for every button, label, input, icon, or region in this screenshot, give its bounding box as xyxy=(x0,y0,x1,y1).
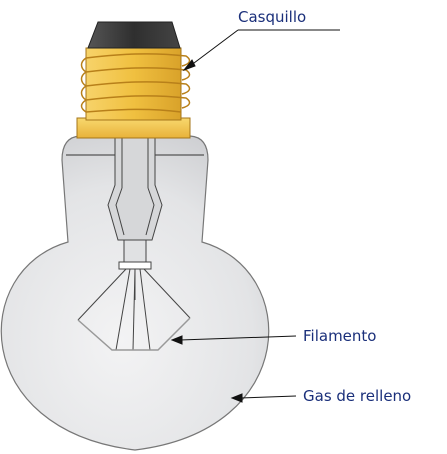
label-gas-de-relleno: Gas de relleno xyxy=(303,387,412,405)
casquillo-leader xyxy=(182,29,340,72)
gas-leader xyxy=(230,393,297,403)
base-collar xyxy=(76,117,191,139)
label-casquillo: Casquillo xyxy=(238,8,307,26)
filament-stem xyxy=(107,136,163,300)
base-cap xyxy=(87,21,181,49)
filamento-leader xyxy=(170,335,297,345)
label-filamento: Filamento xyxy=(303,327,377,345)
filament-wires xyxy=(77,268,191,351)
thread-lines xyxy=(80,53,191,113)
